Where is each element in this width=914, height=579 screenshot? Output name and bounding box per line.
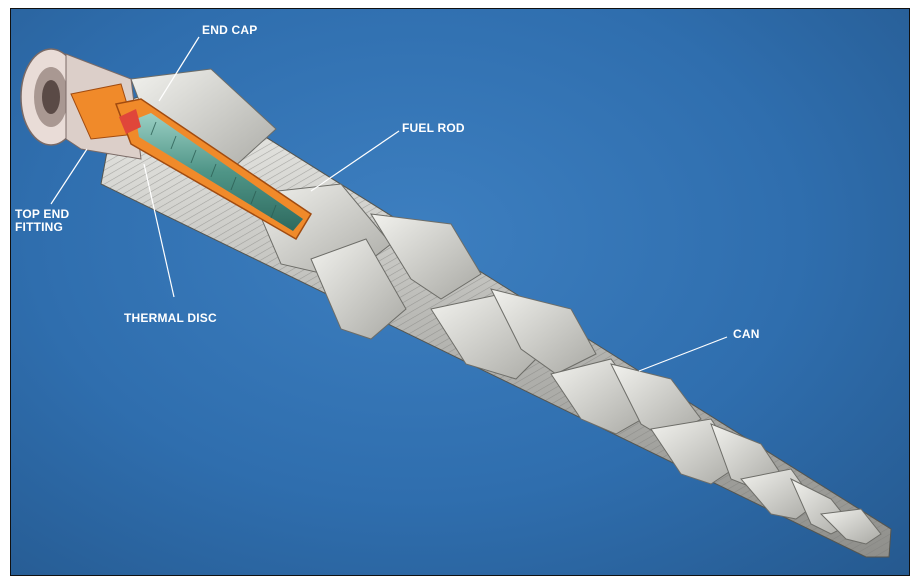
can-fins	[131, 69, 881, 544]
label-fuel-rod: FUEL ROD	[402, 122, 465, 135]
label-end-cap: END CAP	[202, 24, 257, 37]
label-top-end-fitting: TOP END FITTING	[15, 208, 69, 234]
label-thermal-disc: THERMAL DISC	[124, 312, 217, 325]
illustration-frame: END CAP FUEL ROD TOP END FITTING THERMAL…	[10, 8, 910, 576]
label-can: CAN	[733, 328, 760, 341]
fuel-element-illustration	[11, 9, 910, 576]
